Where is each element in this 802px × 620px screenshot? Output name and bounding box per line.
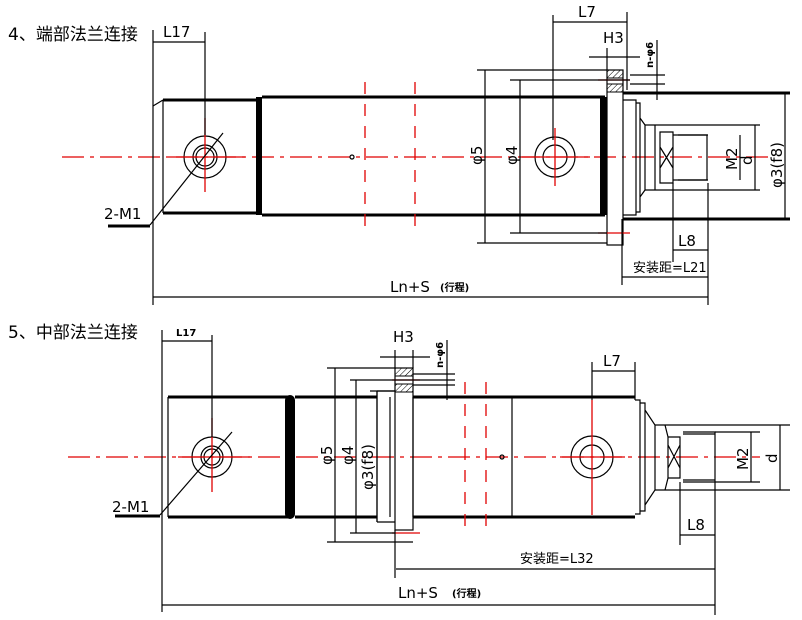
- middle-flange-view: 5、中部法兰连接 φ5 φ4 φ3(f8) 2-M1: [8, 323, 790, 615]
- port-hole-right: [522, 128, 590, 186]
- total-length-label: Ln+S: [390, 278, 430, 296]
- l21-label: 安装距=L21: [633, 261, 707, 276]
- cap-band: [285, 395, 295, 519]
- h3-label: H3: [393, 328, 414, 346]
- phi5-label: φ5: [318, 446, 336, 465]
- phi3-label: φ3(f8): [768, 142, 786, 188]
- barrel: [295, 395, 635, 519]
- barrel: [262, 95, 605, 217]
- l8-label: L8: [687, 516, 705, 534]
- m1-label: 2-M1: [112, 498, 149, 516]
- n-phi6-label: n-φ6: [435, 342, 446, 368]
- l17-label: L17: [176, 328, 196, 339]
- m2-label: M2: [723, 148, 741, 171]
- section-5-title: 5、中部法兰连接: [8, 323, 138, 343]
- center-mark: [349, 154, 355, 160]
- phi4-label: φ4: [339, 446, 357, 465]
- h3-label: H3: [603, 29, 624, 47]
- m2-label: M2: [734, 448, 752, 471]
- piston-rod: [655, 424, 790, 491]
- n-phi6-label: n-φ6: [645, 42, 656, 68]
- l8-label: L8: [678, 232, 696, 250]
- d-label: d: [738, 155, 756, 165]
- phi3-label: φ3(f8): [359, 444, 377, 490]
- d-label: d: [763, 453, 781, 463]
- rear-cap: [163, 98, 258, 215]
- stroke-label: (行程): [440, 281, 469, 294]
- rod-gland: [635, 399, 656, 515]
- total-length-label: Ln+S: [398, 584, 438, 602]
- end-flange-view: 4、端部法兰连接 2-M1 L17: [8, 3, 790, 305]
- stroke-label: (行程): [452, 587, 481, 600]
- port-hole-right: [560, 400, 625, 515]
- flange-shoulder: [600, 97, 607, 215]
- phi5-label: φ5: [468, 146, 486, 165]
- l17-label: L17: [163, 23, 190, 41]
- l7-label: L7: [578, 3, 596, 21]
- phi4-label: φ4: [503, 146, 521, 165]
- cap-band: [256, 97, 262, 215]
- l32-label: 安装距=L32: [520, 552, 594, 567]
- l7-label: L7: [603, 352, 621, 370]
- section-4-title: 4、端部法兰连接: [8, 25, 138, 45]
- port-hole-left: [170, 118, 245, 192]
- m1-label: 2-M1: [104, 205, 141, 223]
